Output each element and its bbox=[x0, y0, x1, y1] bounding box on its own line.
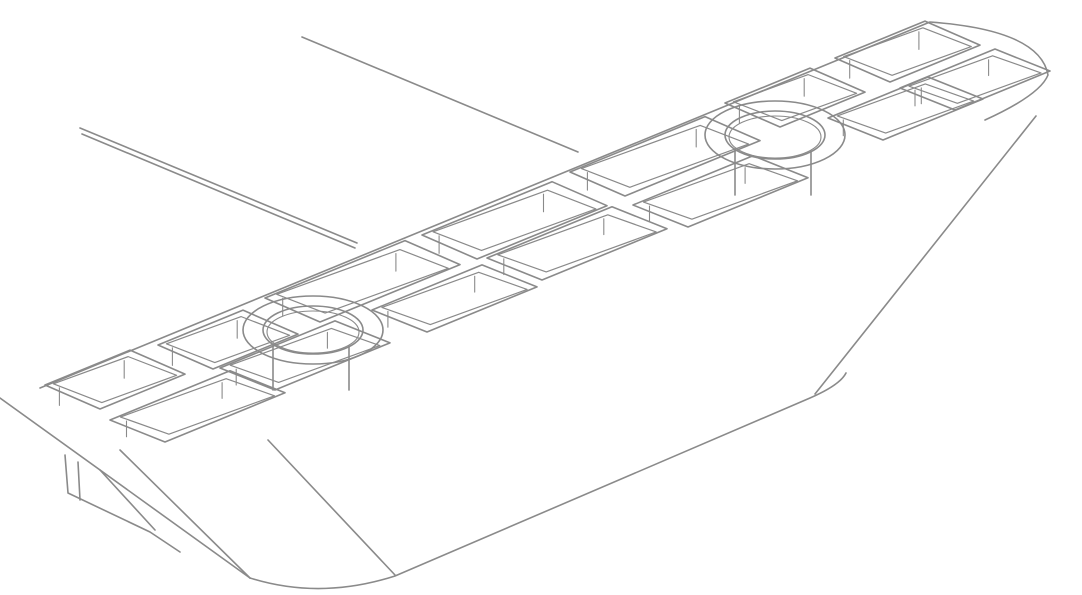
pocket-inner-wall bbox=[119, 378, 276, 435]
pocket-inner-wall bbox=[432, 189, 597, 252]
pocket bbox=[219, 320, 391, 391]
pocket-inner-wall bbox=[497, 214, 657, 273]
pocket-rim bbox=[44, 349, 186, 410]
front-face-line bbox=[267, 439, 396, 576]
pocket bbox=[899, 48, 1051, 111]
pocket-inner-wall bbox=[229, 327, 381, 383]
pocket-inner-wall bbox=[381, 271, 528, 326]
pocket-rim bbox=[569, 115, 761, 197]
top-edge bbox=[39, 21, 1049, 389]
pocket-inner-wall bbox=[836, 83, 975, 134]
hole-boss bbox=[242, 295, 384, 365]
surface-line bbox=[301, 36, 579, 153]
pocket-rim bbox=[899, 48, 1051, 111]
pocket bbox=[157, 309, 299, 370]
surface-line bbox=[79, 127, 358, 244]
pocket bbox=[371, 264, 538, 333]
pocket bbox=[724, 67, 866, 128]
pocket bbox=[44, 349, 186, 410]
bottom-edge bbox=[249, 372, 847, 590]
pocket-rim bbox=[264, 239, 461, 323]
bore-holes bbox=[242, 100, 846, 391]
part-outline bbox=[0, 21, 1049, 590]
hole bbox=[704, 100, 846, 196]
pocket-rim bbox=[632, 155, 809, 228]
hole-boss bbox=[704, 100, 846, 170]
pocket-rim bbox=[371, 264, 538, 333]
front-face-line bbox=[119, 449, 251, 579]
hole-inner bbox=[728, 115, 822, 159]
pocket bbox=[264, 239, 461, 323]
hole bbox=[242, 295, 384, 391]
pocket-rim bbox=[219, 320, 391, 391]
hole-rim bbox=[724, 110, 826, 160]
pocket-inner-wall bbox=[52, 356, 178, 404]
pocket bbox=[569, 115, 761, 197]
pocket-rim bbox=[157, 309, 299, 370]
hole-inner bbox=[266, 310, 360, 354]
pocket-rim bbox=[486, 205, 668, 281]
left-block bbox=[77, 461, 81, 501]
pocket-inner-wall bbox=[732, 74, 858, 122]
pocket bbox=[834, 20, 981, 83]
pocket-inner-wall bbox=[165, 316, 291, 364]
pocket-inner-wall bbox=[276, 248, 449, 314]
left-edge bbox=[0, 397, 251, 579]
left-block bbox=[64, 454, 181, 553]
pocket-rim bbox=[834, 20, 981, 83]
pocket-inner-wall bbox=[580, 124, 750, 188]
pocket bbox=[632, 155, 809, 228]
pocket bbox=[109, 369, 286, 443]
pocket-inner-wall bbox=[908, 55, 1042, 104]
pocket-rim bbox=[109, 369, 286, 443]
pocket-rim bbox=[724, 67, 866, 128]
pocket-grid bbox=[44, 20, 1051, 443]
left-block bbox=[99, 469, 156, 531]
pocket-rim bbox=[421, 180, 608, 260]
hole-rim bbox=[262, 305, 364, 355]
surface-line bbox=[81, 133, 356, 249]
pocket bbox=[421, 180, 608, 260]
right-edge bbox=[814, 115, 1037, 395]
pocket-inner-wall bbox=[843, 27, 972, 76]
pocket bbox=[486, 205, 668, 281]
pocket-inner-wall bbox=[642, 163, 799, 220]
